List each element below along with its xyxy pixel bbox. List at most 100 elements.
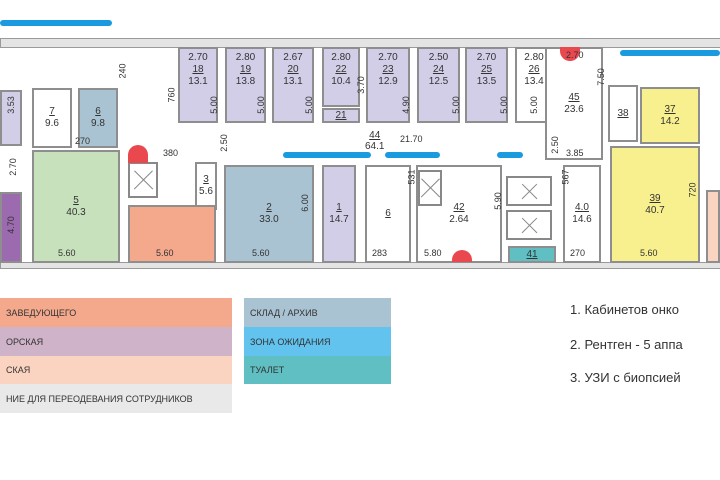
room-num: 23 [382, 64, 394, 75]
elevator-icon [128, 162, 158, 198]
room-top: 2.50 [428, 52, 449, 63]
room-num: 38 [617, 107, 629, 119]
legend-item: туалет [244, 356, 391, 384]
room-num: 21 [335, 109, 347, 121]
dimension-label: 270 [75, 136, 91, 146]
dimension-label: 270 [570, 248, 586, 258]
room-41: 41 [508, 246, 556, 263]
room-38: 38 [608, 85, 638, 142]
dimension-label: 3.70 [355, 76, 366, 94]
room-top: 2.67 [283, 52, 303, 63]
dimension-label: 5.80 [424, 248, 442, 258]
elevator-icon [506, 176, 552, 206]
room-top: 2.80 [235, 52, 256, 63]
room-num: 7 [49, 106, 55, 117]
room-num: 37 [664, 103, 676, 115]
legend-item: ская [0, 356, 232, 384]
legend-item: ние для переодевания сотрудников [0, 384, 232, 413]
outer-wall [0, 262, 720, 269]
dimension-label: 380 [163, 148, 179, 158]
waiting-zone-strip [620, 50, 720, 56]
room-area: 2.64 [449, 214, 469, 225]
note-item: 3. УЗИ с биопсией [570, 370, 681, 385]
room-num: 2 [266, 202, 272, 213]
room-num: 6 [95, 106, 101, 117]
room-num: 18 [192, 64, 204, 75]
dimension-label: 5.00 [450, 96, 461, 114]
dimension-label: 2.70 [7, 158, 18, 176]
room-left-purple [0, 90, 22, 146]
dimension-label: 760 [166, 87, 177, 103]
room-area: 14.6 [572, 214, 592, 225]
room-area: 9.6 [45, 118, 59, 129]
room-num: 6 [385, 208, 391, 219]
room-num: 3 [203, 174, 209, 185]
room-area: 9.8 [91, 118, 105, 129]
waiting-zone-strip [385, 152, 440, 158]
room-area: 64.1 [365, 141, 385, 152]
dimension-label: 7.50 [595, 68, 606, 86]
legend-item: орская [0, 327, 232, 356]
dimension-label: 283 [372, 248, 388, 258]
room-top: 2.80 [331, 52, 351, 63]
dimension-label: 5.60 [156, 248, 174, 258]
room-top: 2.70 [378, 52, 398, 63]
legend-item: склад / архив [244, 298, 391, 327]
room-num: 20 [287, 64, 299, 75]
dimension-label: 5.60 [252, 248, 270, 258]
room-num: 19 [239, 64, 252, 75]
room-num: 24 [432, 64, 445, 75]
room-num: 1 [336, 202, 342, 213]
room-area: 5.6 [199, 186, 213, 197]
room-area: 10.4 [331, 76, 351, 87]
dimension-label: 5.00 [498, 96, 509, 114]
dimension-label: 5.90 [492, 192, 503, 210]
dimension-label: 3.85 [566, 148, 584, 158]
room-num: 25 [480, 64, 493, 75]
dimension-label: 5.60 [640, 248, 658, 258]
room-top: 2.70 [476, 52, 497, 63]
door-marker [128, 145, 148, 163]
room-area: 40.7 [645, 204, 665, 216]
dimension-label: 2.70 [566, 50, 584, 60]
note-item: 1. Кабинетов онко [570, 302, 679, 317]
dimension-label: 3.53 [5, 96, 16, 114]
elevator-icon [506, 210, 552, 240]
dimension-label: 21.70 [400, 134, 423, 144]
room-area: 13.1 [283, 76, 303, 87]
room-area: 12.9 [378, 76, 398, 87]
room-area: 14.7 [329, 214, 349, 225]
elevator-icon [418, 170, 442, 206]
room-num: 41 [526, 248, 538, 260]
dimension-label: 5.60 [58, 248, 76, 258]
dimension-label: 5.00 [255, 96, 266, 114]
door-marker [560, 47, 580, 61]
room-area: 33.0 [259, 214, 279, 225]
room-area: 40.3 [66, 206, 86, 218]
waiting-zone-strip [497, 152, 523, 158]
room-num: 39 [649, 192, 661, 204]
dimension-label: 4.70 [5, 216, 16, 234]
waiting-zone-strip [283, 152, 371, 158]
dimension-label: 5.00 [303, 96, 314, 114]
legend-item: зона ожидания [244, 327, 391, 356]
dimension-label: 6.00 [299, 194, 310, 212]
dimension-label: 240 [117, 63, 128, 79]
